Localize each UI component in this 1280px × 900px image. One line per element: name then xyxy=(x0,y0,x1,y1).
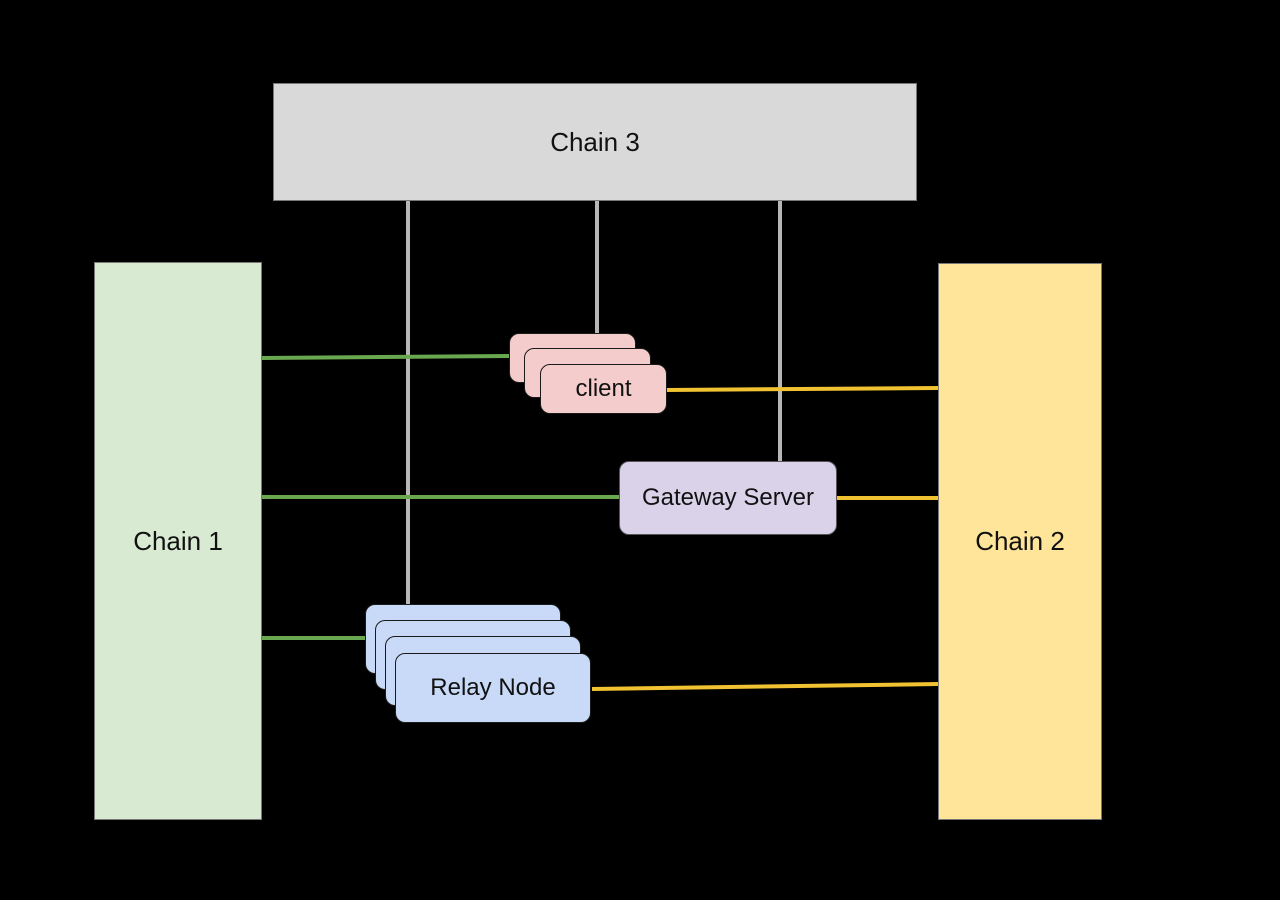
relay-node-box[interactable]: Relay Node xyxy=(395,653,591,723)
connector-relay-chain2 xyxy=(591,682,939,691)
chain-1-box[interactable]: Chain 1 xyxy=(94,262,262,820)
client-label: client xyxy=(575,375,632,402)
chain-2-label: Chain 2 xyxy=(975,526,1065,556)
chain-3-label: Chain 3 xyxy=(550,126,640,157)
gateway-server-label: Gateway Server xyxy=(641,484,815,511)
chain-2-box[interactable]: Chain 2 xyxy=(938,263,1102,820)
client-box[interactable]: client xyxy=(540,364,667,414)
connector-client-chain2 xyxy=(666,386,939,392)
chain-3-box[interactable]: Chain 3 xyxy=(273,83,917,201)
relay-node-label: Relay Node xyxy=(430,674,556,701)
gateway-server-box[interactable]: Gateway Server xyxy=(619,461,837,535)
chain-1-label: Chain 1 xyxy=(133,525,223,556)
connector-chain1-client xyxy=(261,354,511,360)
